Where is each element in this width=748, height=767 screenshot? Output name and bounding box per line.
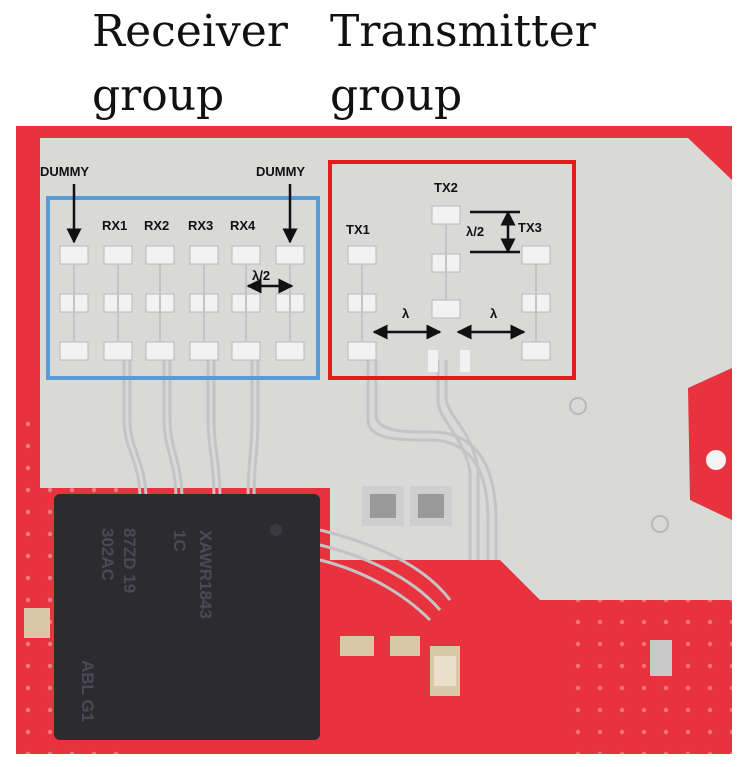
transmitter-caption-line2: group bbox=[330, 70, 463, 121]
receiver-patch-links bbox=[73, 264, 291, 342]
label-dummy-right: DUMMY bbox=[256, 164, 305, 179]
label-dummy-left: DUMMY bbox=[40, 164, 89, 179]
chip-text-line3: 87ZD 19 bbox=[120, 528, 139, 593]
radar-chip bbox=[54, 494, 320, 740]
label-tx3: TX3 bbox=[518, 220, 542, 235]
label-lambda-right: λ bbox=[490, 306, 498, 321]
transmitter-feed-traces bbox=[319, 360, 498, 622]
receiver-caption-line2: group bbox=[92, 70, 225, 121]
chip-pin1-marker bbox=[270, 524, 282, 536]
transmitter-group-box bbox=[328, 160, 576, 380]
chip-text-line4: 302AC bbox=[98, 528, 117, 581]
label-rx1: RX1 bbox=[102, 218, 127, 233]
label-half-lambda-tx: λ/2 bbox=[466, 224, 484, 239]
label-half-lambda-rx: λ/2 bbox=[252, 268, 270, 283]
chip-text-line1: XAWR1843 bbox=[196, 530, 215, 619]
receiver-feed-traces bbox=[122, 360, 260, 501]
receiver-patch-array bbox=[59, 245, 305, 361]
chip-text-line2: 1C bbox=[170, 530, 189, 552]
transmitter-group-caption: Transmitter group bbox=[330, 0, 596, 128]
transmitter-feed-pads bbox=[428, 350, 470, 372]
label-tx1: TX1 bbox=[346, 222, 370, 237]
mounting-hole bbox=[651, 515, 669, 533]
label-rx2: RX2 bbox=[144, 218, 169, 233]
smd-components bbox=[24, 486, 672, 696]
label-lambda-left: λ bbox=[402, 306, 410, 321]
transmitter-patch-links bbox=[361, 224, 537, 342]
mounting-hole bbox=[569, 397, 587, 415]
receiver-caption-line1: Receiver bbox=[92, 6, 288, 57]
label-rx4: RX4 bbox=[230, 218, 256, 233]
mounting-hole bbox=[706, 450, 726, 470]
chip-text-line5: ABL G1 bbox=[78, 660, 97, 722]
label-rx3: RX3 bbox=[188, 218, 213, 233]
label-tx2: TX2 bbox=[434, 180, 458, 195]
receiver-group-box bbox=[46, 196, 320, 380]
receiver-group-caption: Receiver group bbox=[92, 0, 288, 128]
transmitter-caption-line1: Transmitter bbox=[330, 6, 596, 57]
chip-markings: XAWR1843 1C 87ZD 19 302AC ABL G1 bbox=[78, 528, 215, 722]
